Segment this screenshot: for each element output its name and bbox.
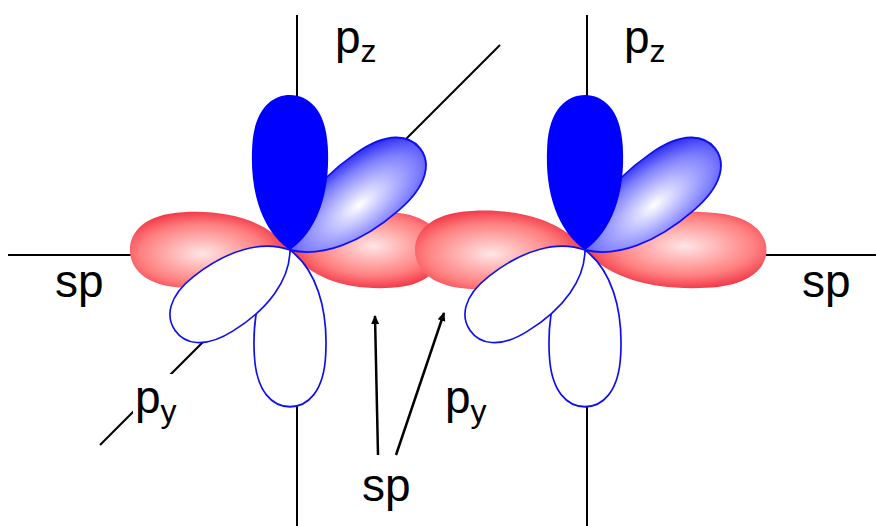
carbon-orbitals [130, 95, 442, 407]
orbital-label: sp [55, 258, 104, 304]
orbital-label: py [133, 374, 179, 427]
axis-line [8, 15, 876, 526]
orbital-label: sp [362, 462, 411, 508]
orbital-label: pz [622, 14, 668, 67]
orbital-label: sp [802, 258, 851, 304]
orbital-label: py [443, 374, 489, 427]
orbital-label: pz [333, 14, 379, 67]
pointer-arrow [375, 313, 444, 455]
carbon-orbitals [415, 95, 766, 407]
